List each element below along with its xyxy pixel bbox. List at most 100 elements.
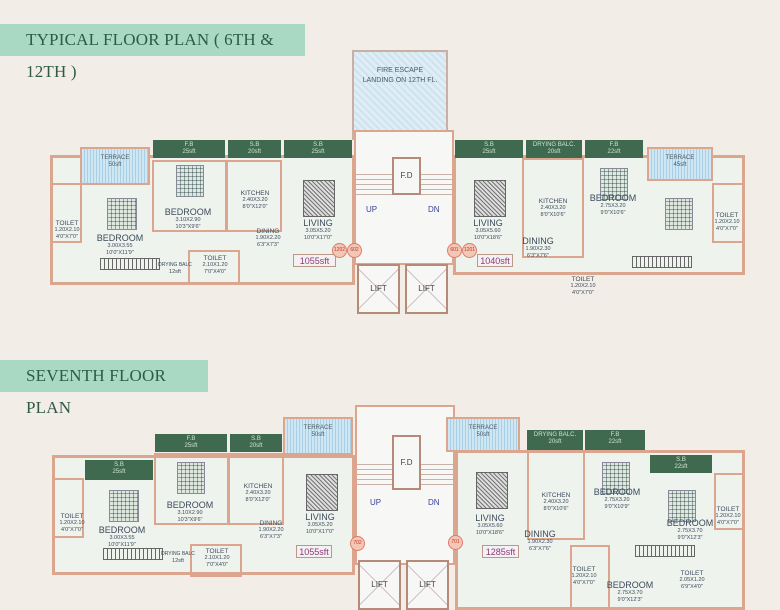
bed-icon [177, 462, 205, 494]
kitchen-wall [226, 160, 282, 232]
toilet-wall [52, 478, 84, 538]
bed-icon [109, 490, 139, 522]
terrace: TERRACE 50sft [446, 417, 520, 452]
stair-steps [357, 460, 392, 485]
terrace: TERRACE 50sft [80, 147, 150, 185]
stair-steps [356, 170, 392, 195]
drying-balcony: DRYING BALC. 20sft [526, 140, 582, 158]
flat-number-badge: 1201 [462, 243, 477, 258]
service-balcony: S.B 25sft [85, 460, 153, 480]
toilet-wall [188, 250, 240, 285]
lift: LIFT [406, 560, 449, 610]
rug-icon [306, 474, 338, 511]
wardrobe-icon [635, 545, 695, 557]
flat-number-badge: 602 [347, 243, 362, 258]
lift: LIFT [357, 264, 400, 314]
wardrobe-icon [100, 258, 160, 270]
kitchen-wall [228, 453, 284, 525]
toilet-wall [712, 183, 744, 243]
stair-down-label: DN [428, 498, 440, 507]
flower-bed: F.B 22sft [585, 140, 643, 158]
kitchen-wall [522, 158, 584, 258]
unit-area: 1055sft [293, 254, 336, 267]
terrace: TERRACE 50sft [283, 417, 353, 455]
bed-icon [668, 490, 696, 522]
lift: LIFT [405, 264, 448, 314]
unit-area: 1055sft [296, 545, 332, 558]
stair-up-label: UP [370, 498, 382, 507]
seventh-floor-title: SEVENTH FLOOR PLAN [0, 360, 208, 417]
service-balcony: S.B 20sft [230, 434, 282, 452]
flat-number-badge: 701 [448, 535, 463, 550]
fire-escape-landing: FIRE ESCAPE LANDING ON 12TH FL. [352, 50, 448, 140]
fire-duct: F.D [392, 157, 421, 195]
service-balcony: S.B 20sft [228, 140, 281, 158]
toilet-wall [190, 544, 242, 577]
toilet-wall [714, 473, 745, 530]
service-balcony: S.B 25sft [284, 140, 352, 158]
typical-floor-title: TYPICAL FLOOR PLAN ( 6TH & 12TH ) [0, 24, 305, 81]
flower-bed: F.B 22sft [585, 430, 645, 450]
fire-duct: F.D [392, 435, 421, 490]
toilet-wall [570, 545, 610, 610]
wardrobe-icon [632, 256, 692, 268]
rug-icon [476, 472, 508, 509]
unit-area: 1040sft [477, 254, 513, 267]
flower-bed: F.B 25sft [155, 434, 227, 452]
flat-number-badge: 1202 [332, 243, 347, 258]
terrace: TERRACE 45sft [647, 147, 713, 181]
stair-down-label: DN [428, 205, 440, 214]
toilet-wall [50, 183, 82, 243]
stair-steps [421, 460, 453, 485]
bed-icon [602, 462, 630, 494]
unit-area: 1285sft [482, 545, 519, 558]
stair-steps [421, 170, 452, 195]
rug-icon [474, 180, 506, 217]
rug-icon [303, 180, 335, 217]
kitchen-wall [527, 450, 585, 540]
bed-icon [600, 168, 628, 200]
bed-icon [665, 198, 693, 230]
staircase-core [354, 130, 454, 265]
drying-balcony: DRYING BALC. 20sft [527, 430, 583, 450]
flat-number-badge: 702 [350, 536, 365, 551]
lift: LIFT [358, 560, 401, 610]
wardrobe-icon [103, 548, 163, 560]
service-balcony: S.B 22sft [650, 455, 712, 473]
bed-icon [107, 198, 137, 230]
stair-up-label: UP [366, 205, 378, 214]
flat-number-badge: 601 [447, 243, 462, 258]
